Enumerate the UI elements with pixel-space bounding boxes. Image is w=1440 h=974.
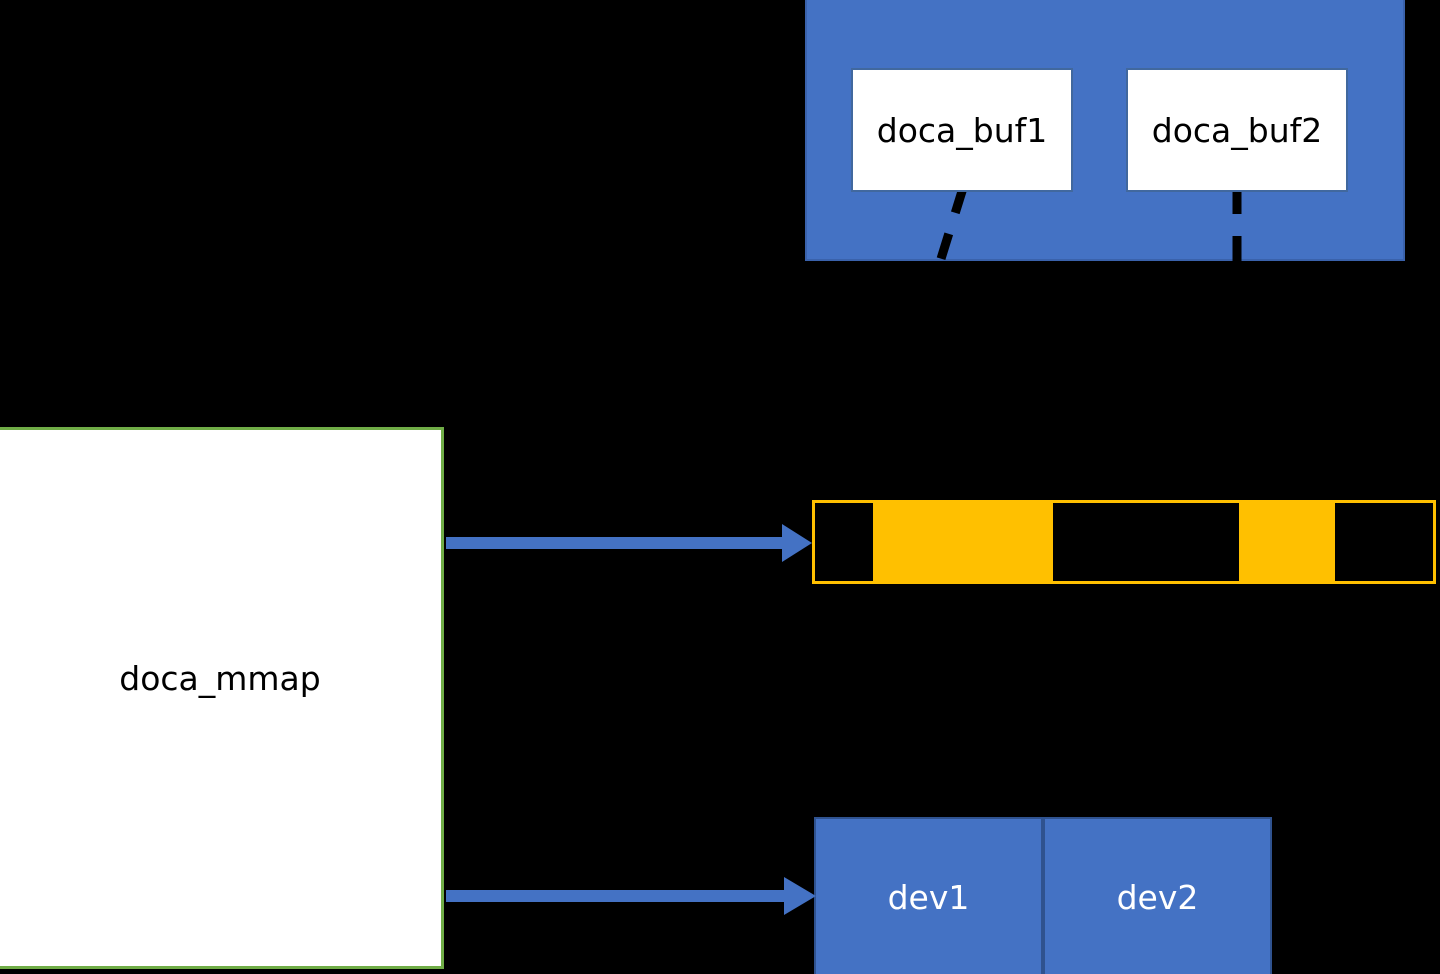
doca-buf1-box[interactable]: doca_buf1 [851, 68, 1073, 192]
device-list: dev1 dev2 [814, 817, 1272, 974]
memory-range-bar[interactable] [812, 500, 1436, 584]
doca-buf2-box[interactable]: doca_buf2 [1126, 68, 1348, 192]
mmap-to-devices-arrow [446, 877, 816, 915]
memory-segment-1 [815, 503, 873, 581]
doca_buf1-to-memory-connector [935, 186, 968, 264]
device-dev1[interactable]: dev1 [814, 817, 1043, 974]
doca-buf2-label: doca_buf2 [1151, 110, 1323, 150]
memory-segment-5 [1335, 503, 1433, 581]
doca-mmap-label: doca_mmap [119, 659, 321, 698]
device-dev2[interactable]: dev2 [1043, 817, 1272, 974]
device-dev2-label: dev2 [1116, 877, 1199, 917]
memory-segment-3 [1053, 503, 1239, 581]
doca-buf1-label: doca_buf1 [876, 110, 1048, 150]
memory-segment-2 [873, 503, 1053, 581]
buf-connectors-group [935, 186, 1242, 264]
device-dev1-label: dev1 [887, 877, 970, 917]
doca-mmap-box[interactable]: doca_mmap [0, 427, 444, 969]
memory-segment-4 [1239, 503, 1335, 581]
mmap-to-memory-arrow [446, 524, 812, 562]
